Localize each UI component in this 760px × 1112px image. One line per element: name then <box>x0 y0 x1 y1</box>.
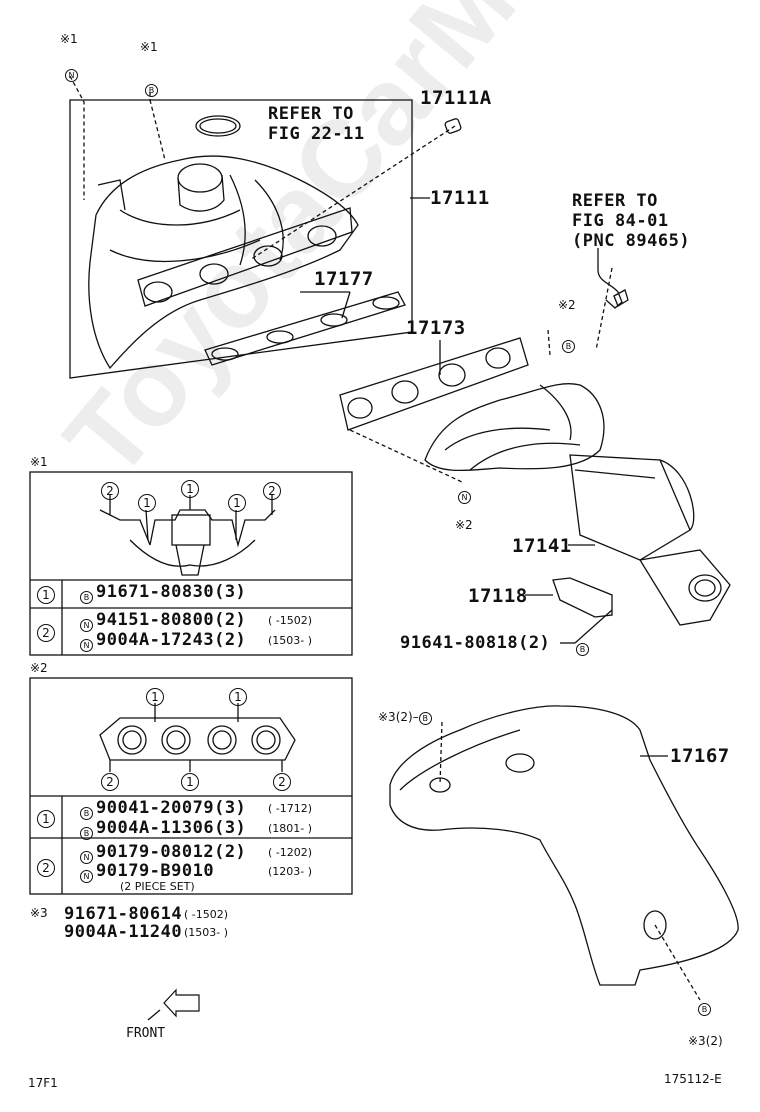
footer-right-code: 175112-E <box>664 1072 722 1086</box>
note3-insulator-top: ※3(2)–B <box>378 710 432 725</box>
table1-row2b-part: 9004A-17243(2) <box>96 630 247 650</box>
table2-row1a-letter: B <box>80 801 93 820</box>
table2-row1-num: 1 <box>37 808 55 828</box>
table1-callout-mid-left: 1 <box>138 492 156 512</box>
table1-callout-left: 2 <box>101 480 119 500</box>
front-label: FRONT <box>126 1026 166 1041</box>
footer-left-code: 17F1 <box>28 1076 58 1090</box>
part-17111-label: 17111 <box>430 187 490 209</box>
table1-callout-right: 2 <box>263 480 281 500</box>
table2-row2b-letter: N <box>80 864 93 883</box>
table1-row2b-range: (1503- ) <box>268 634 313 647</box>
table2-row1b-letter: B <box>80 821 93 840</box>
bolt-letter-top: B <box>145 78 158 97</box>
table1-callout-mid-right: 1 <box>228 492 246 512</box>
refer-fig-22-11: REFER TO FIG 22-11 <box>268 104 365 144</box>
table2-row2b-part: 90179-B9010 <box>96 861 215 881</box>
part-17173-label: 17173 <box>406 317 466 339</box>
nut-letter-top: N <box>65 63 78 82</box>
table2-callout-top-right: 1 <box>229 686 247 706</box>
table1-row2-num: 2 <box>37 622 55 642</box>
part-17118-label: 17118 <box>468 585 528 607</box>
table1-row2a-range: ( -1502) <box>268 614 313 627</box>
table2-row2b-range: (1203- ) <box>268 865 313 878</box>
table2-row1a-range: ( -1712) <box>268 802 313 815</box>
bolt-91641-label: 91641-80818(2) <box>400 633 551 653</box>
note3-mark: ※3 <box>30 906 48 920</box>
table1-row2a-part: 94151-80800(2) <box>96 610 247 630</box>
bolt-letter-insulator-bottom: B <box>698 997 711 1016</box>
nut-letter-exhaust: N <box>458 485 471 504</box>
note3-part-1: 91671-80614 <box>64 904 183 924</box>
table1-row1-letter: B <box>80 585 93 604</box>
table2-row2-num: 2 <box>37 857 55 877</box>
part-17177-label: 17177 <box>314 268 374 290</box>
intake-manifold-box <box>69 99 413 379</box>
table2-piece-set: (2 PIECE SET) <box>120 880 195 893</box>
table2-row1a-part: 90041-20079(3) <box>96 798 247 818</box>
table2-row1b-range: (1801- ) <box>268 822 313 835</box>
note-mark-2-upper: ※2 <box>558 298 576 312</box>
part-17111A-label: 17111A <box>420 87 492 109</box>
note-mark-1-top: ※1 <box>60 32 78 46</box>
table1-callout-center: 1 <box>181 478 199 498</box>
table1-row1-num: 1 <box>37 584 55 604</box>
table2-row2a-letter: N <box>80 845 93 864</box>
note3-insulator-bottom: ※3(2) <box>688 1034 723 1048</box>
table2-row1b-part: 9004A-11306(3) <box>96 818 247 838</box>
table1-row2a-letter: N <box>80 613 93 632</box>
bolt-letter-exhaust: B <box>562 334 575 353</box>
note-mark-2-lower: ※2 <box>455 518 473 532</box>
note3-range-2: (1503- ) <box>184 926 229 939</box>
table2-callout-bottom-right: 2 <box>273 771 291 791</box>
table2-callout-top-left: 1 <box>146 686 164 706</box>
table2-row2a-part: 90179-08012(2) <box>96 842 247 862</box>
part-17167-label: 17167 <box>670 745 730 767</box>
table1-row2b-letter: N <box>80 633 93 652</box>
note3-range-1: ( -1502) <box>184 908 229 921</box>
bolt-letter-bracket: B <box>576 637 589 656</box>
note3-part-2: 9004A-11240 <box>64 922 183 942</box>
table2-row2a-range: ( -1202) <box>268 846 313 859</box>
table2-callout-bottom-center: 1 <box>181 771 199 791</box>
table1-row1-part: 91671-80830(3) <box>96 582 247 602</box>
part-17141-label: 17141 <box>512 535 572 557</box>
table1-mark: ※1 <box>30 455 48 469</box>
table2-callout-bottom-left: 2 <box>101 771 119 791</box>
note-mark-1-second: ※1 <box>140 40 158 54</box>
table2-mark: ※2 <box>30 661 48 675</box>
refer-fig-84-01: REFER TO FIG 84-01 (PNC 89465) <box>572 191 691 251</box>
